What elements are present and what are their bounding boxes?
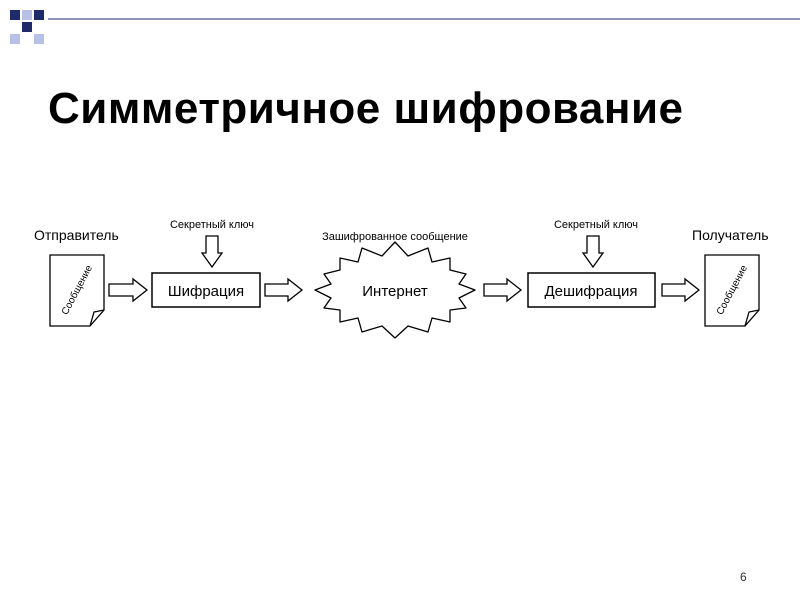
deco-square bbox=[10, 34, 20, 44]
internet-cloud: Интернет bbox=[314, 241, 476, 339]
encrypt-label: Шифрация bbox=[168, 283, 244, 300]
flow-arrow-1 bbox=[108, 277, 149, 303]
corner-decoration bbox=[10, 10, 800, 44]
decrypt-box: Дешифрация bbox=[527, 272, 656, 308]
sender-document: Сообщение bbox=[49, 254, 105, 327]
deco-square bbox=[34, 34, 44, 44]
page-number: 6 bbox=[740, 570, 747, 584]
flow-arrow-2 bbox=[264, 277, 304, 303]
key-arrow-left bbox=[200, 235, 224, 269]
flow-arrow-3 bbox=[483, 277, 523, 303]
decrypt-label: Дешифрация bbox=[544, 283, 637, 300]
flow-arrow-4 bbox=[661, 277, 701, 303]
deco-square bbox=[22, 22, 32, 32]
key-arrow-right bbox=[581, 235, 605, 269]
internet-label: Интернет bbox=[362, 283, 428, 300]
secret-key-label-left: Секретный ключ bbox=[170, 219, 254, 231]
encrypt-box: Шифрация bbox=[151, 272, 261, 308]
deco-square bbox=[22, 10, 32, 20]
encryption-diagram: Отправитель Секретный ключ Зашифрованное… bbox=[34, 219, 769, 339]
deco-square bbox=[10, 10, 20, 20]
receiver-document: Сообщение bbox=[704, 254, 760, 327]
secret-key-label-right: Секретный ключ bbox=[554, 219, 638, 231]
page-title: Симметричное шифрование bbox=[48, 84, 684, 133]
sender-label: Отправитель bbox=[34, 227, 119, 243]
deco-square bbox=[34, 10, 44, 20]
receiver-label: Получатель bbox=[692, 227, 769, 243]
encrypted-message-label: Зашифрованное сообщение bbox=[322, 231, 468, 243]
